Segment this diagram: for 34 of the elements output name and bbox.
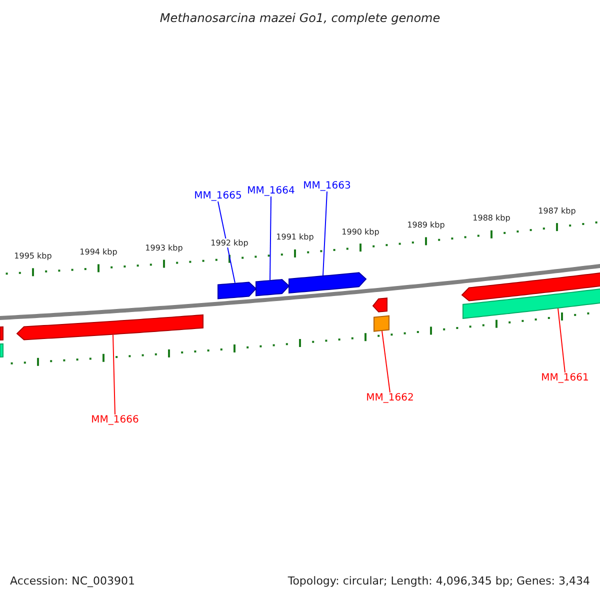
tick-label: 1987 kbp [538, 206, 576, 216]
leader-line [558, 308, 566, 373]
gene-label: MM_1662 [366, 392, 414, 404]
gene-segment [0, 343, 4, 358]
gene-segment [0, 326, 4, 341]
gene-feature [256, 279, 290, 296]
gene-feature [218, 282, 257, 300]
title: Methanosarcina mazei Go1, complete genome [160, 11, 440, 25]
gene-label: MM_1663 [303, 180, 351, 192]
gene-segment [374, 315, 390, 332]
gene-segment [462, 288, 600, 319]
leader-line [112, 334, 116, 415]
leader-line [270, 196, 272, 281]
tick-label: 1995 kbp [14, 252, 52, 261]
leader-line [218, 201, 236, 284]
gene-label: MM_1665 [194, 190, 242, 202]
leader-line [322, 191, 328, 276]
tick-label: 1992 kbp [210, 238, 248, 248]
gene-feature [461, 272, 600, 302]
gene-feature [288, 272, 367, 294]
accession-text: Accession: NC_003901 [10, 574, 136, 588]
tick-label: 1994 kbp [80, 248, 118, 257]
tick-label: 1993 kbp [145, 243, 183, 252]
gene-label: MM_1664 [247, 186, 295, 196]
leader-line [382, 330, 390, 393]
tick-label: 1988 kbp [472, 214, 510, 223]
tick-label: 1989 kbp [407, 220, 445, 230]
tick-label: 1990 kbp [342, 227, 380, 236]
tick-label: 1991 kbp [276, 232, 314, 242]
gene-feature [372, 298, 388, 312]
gene-feature [16, 314, 204, 340]
genome-summary-text: Topology: circular; Length: 4,096,345 bp; Genes: 3,434 [288, 574, 590, 588]
gene-label: MM_1661 [541, 372, 589, 384]
gene-label: MM_1666 [91, 414, 139, 426]
